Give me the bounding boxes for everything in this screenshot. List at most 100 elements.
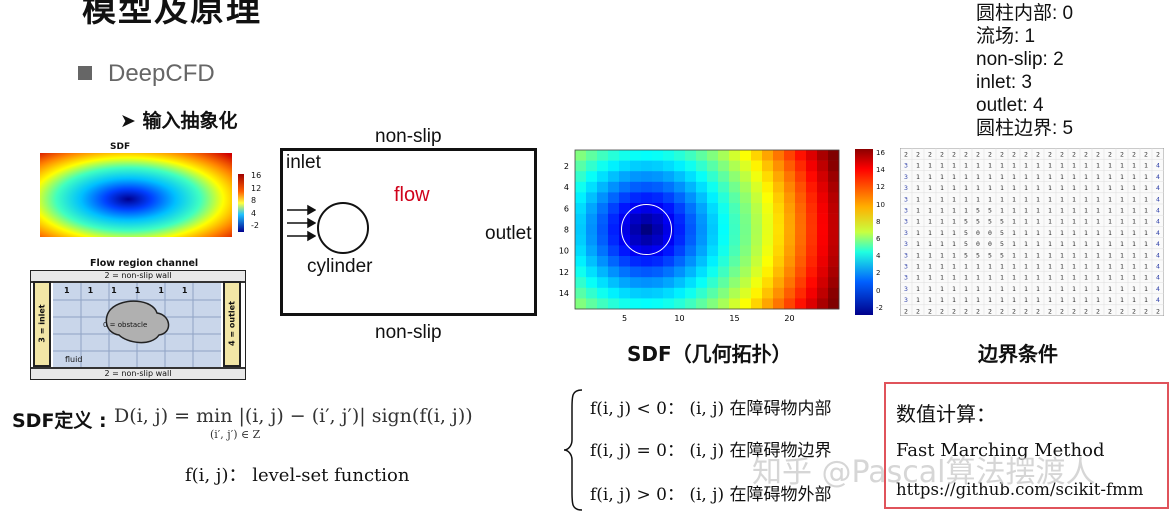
cylinder-circle bbox=[317, 202, 369, 254]
grid-cell-value: 1 bbox=[1132, 240, 1136, 248]
grid-cell-value: 1 bbox=[1120, 218, 1124, 226]
sdf-cell bbox=[608, 298, 620, 310]
sdf-cell bbox=[707, 181, 719, 193]
grid-cell-value: 1 bbox=[1036, 263, 1040, 271]
sdf-cell bbox=[575, 234, 587, 246]
grid-cell-value: 1 bbox=[1060, 218, 1064, 226]
label-legend: 圆柱内部: 0 流场: 1 non-slip: 2 inlet: 3 outle… bbox=[976, 2, 1073, 140]
sdf-cell bbox=[586, 203, 598, 214]
sdf-cell bbox=[828, 256, 840, 267]
sdf-cell bbox=[641, 213, 653, 225]
sdf-cell bbox=[707, 150, 719, 161]
grid-cell-value: 2 bbox=[1144, 151, 1148, 159]
grid-cell-value: 1 bbox=[1108, 207, 1112, 215]
sdf-cell bbox=[619, 171, 631, 183]
grid-cell-value: 1 bbox=[940, 296, 944, 304]
sdf-cell bbox=[751, 266, 763, 278]
grid-cell-value: 1 bbox=[1060, 251, 1064, 259]
sdf-cell bbox=[575, 213, 587, 225]
sdf-cell bbox=[685, 192, 697, 204]
grid-cell-value: 1 bbox=[1000, 285, 1004, 293]
sdf-cell bbox=[575, 203, 587, 214]
sdf-cell bbox=[817, 203, 829, 214]
small-sdf-heatmap bbox=[40, 153, 232, 237]
grid-cell-value: 1 bbox=[928, 195, 932, 203]
fluid-grid bbox=[53, 283, 221, 367]
tick-label: 0 bbox=[876, 286, 881, 295]
grid-cell-value: 1 bbox=[1072, 285, 1076, 293]
grid-cell-value: 1 bbox=[916, 296, 920, 304]
grid-cell-value: 1 bbox=[1084, 207, 1088, 215]
grid-cell-value: 1 bbox=[964, 285, 968, 293]
sdf-cell bbox=[828, 213, 840, 225]
sdf-cell bbox=[740, 203, 752, 214]
sdf-cell bbox=[630, 298, 642, 310]
sdf-cell bbox=[718, 256, 730, 267]
sdf-cell bbox=[575, 171, 587, 183]
sdf-cell bbox=[586, 213, 598, 225]
sdf-cell bbox=[685, 181, 697, 193]
sdf-cell bbox=[795, 234, 807, 246]
sdf-cell bbox=[586, 181, 598, 193]
sdf-cell bbox=[641, 203, 653, 214]
y-tick-label: 4 bbox=[564, 183, 569, 192]
grid-cell-value: 1 bbox=[1108, 274, 1112, 282]
grid-cell-value: 1 bbox=[1120, 173, 1124, 181]
grid-cell-value: 2 bbox=[940, 151, 944, 159]
sdf-cell bbox=[641, 224, 653, 236]
grid-cell-value: 1 bbox=[1024, 162, 1028, 170]
grid-cell-value: 1 bbox=[952, 184, 956, 192]
sdf-cell bbox=[817, 287, 829, 299]
grid-cell-value: 1 bbox=[1144, 263, 1148, 271]
grid-cell-value: 5 bbox=[964, 240, 968, 248]
grid-cell-value: 1 bbox=[916, 274, 920, 282]
sdf-cell bbox=[762, 245, 774, 257]
grid-cell-value: 2 bbox=[940, 307, 944, 315]
boundary-caption: 边界条件 bbox=[978, 342, 1058, 366]
sdf-cell bbox=[685, 256, 697, 267]
sdf-cell bbox=[575, 181, 587, 193]
sdf-cell bbox=[806, 192, 818, 204]
grid-cell-value: 1 bbox=[1000, 274, 1004, 282]
grid-cell-value: 2 bbox=[1108, 151, 1112, 159]
sdf-cell bbox=[773, 245, 785, 257]
grid-cell-value: 0 bbox=[976, 229, 980, 237]
grid-cell-value: 1 bbox=[976, 263, 980, 271]
grid-cell-value: 1 bbox=[1132, 207, 1136, 215]
grid-cell-value: 1 bbox=[1060, 207, 1064, 215]
sdf-cell bbox=[707, 213, 719, 225]
sdf-cell bbox=[828, 192, 840, 204]
sdf-formula: D(i, j) = min |(i, j) − (i′, j′)| sign(f… bbox=[114, 405, 473, 427]
cell-value: 1 bbox=[64, 286, 88, 295]
sdf-cell bbox=[795, 277, 807, 289]
grid-cell-value: 5 bbox=[964, 251, 968, 259]
sdf-cell bbox=[630, 150, 642, 161]
grid-cell-value: 1 bbox=[1084, 296, 1088, 304]
sdf-cell bbox=[718, 287, 730, 299]
grid-cell-value: 1 bbox=[1048, 162, 1052, 170]
sdf-cell bbox=[740, 181, 752, 193]
grid-cell-value: 1 bbox=[1096, 173, 1100, 181]
grid-cell-value: 1 bbox=[940, 285, 944, 293]
watermark: 知乎 @Pascal算法摆渡人 bbox=[752, 455, 1096, 490]
sdf-cell bbox=[685, 224, 697, 236]
grid-cell-value: 1 bbox=[1012, 207, 1016, 215]
sdf-cell bbox=[608, 245, 620, 257]
sdf-cell bbox=[773, 256, 785, 267]
grid-cell-value: 1 bbox=[916, 195, 920, 203]
sdf-cell bbox=[762, 277, 774, 289]
grid-cell-value: 5 bbox=[976, 218, 980, 226]
sdf-cell bbox=[729, 203, 741, 214]
grid-cell-value: 1 bbox=[1024, 251, 1028, 259]
grid-cell-value: 1 bbox=[1096, 274, 1100, 282]
sdf-cell bbox=[674, 266, 686, 278]
grid-cell-value: 1 bbox=[940, 173, 944, 181]
grid-cell-value: 3 bbox=[904, 173, 908, 181]
sdf-cell bbox=[641, 181, 653, 193]
sdf-cell bbox=[586, 298, 598, 310]
grid-cell-value: 2 bbox=[1000, 307, 1004, 315]
sdf-cell bbox=[806, 256, 818, 267]
grid-cell-value: 1 bbox=[1144, 218, 1148, 226]
fmm-link[interactable]: https://github.com/scikit-fmm bbox=[896, 480, 1144, 499]
